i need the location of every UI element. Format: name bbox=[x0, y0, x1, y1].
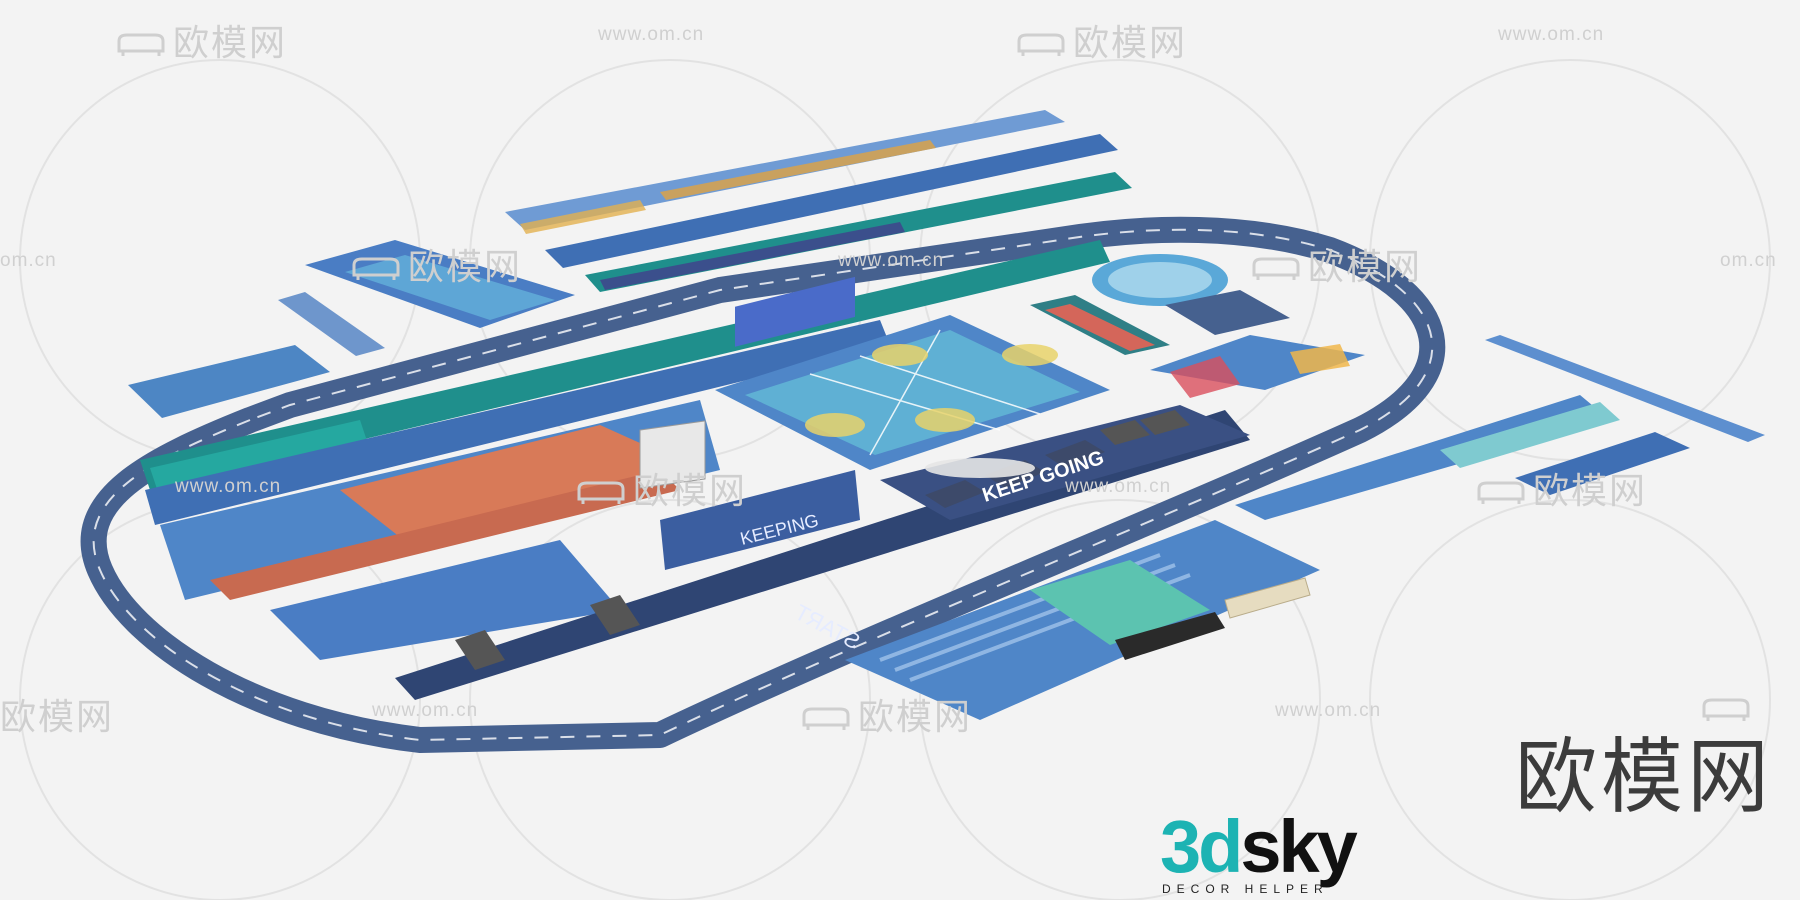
pad-circular bbox=[1165, 290, 1290, 335]
logo-3d: 3d bbox=[1160, 805, 1243, 888]
watermark-brand-text: 欧模网 bbox=[633, 471, 748, 512]
watermark-brand-text: 欧模网 bbox=[408, 247, 523, 288]
watermark-brand: 欧模网 bbox=[1015, 14, 1187, 66]
green-court bbox=[1030, 560, 1210, 645]
lane-blue-1 bbox=[145, 320, 890, 525]
watermark-url: www.om.cn bbox=[838, 250, 945, 271]
watermark-brand-text: 欧模网 bbox=[0, 697, 115, 738]
logo-tagline: DECOR HELPER bbox=[1162, 882, 1329, 896]
watermark-url: www.om.cn bbox=[598, 24, 705, 45]
watermark-url: www.om.cn bbox=[1065, 476, 1172, 497]
strip-top-2 bbox=[545, 134, 1118, 268]
watermark-brand: 欧模网 bbox=[800, 688, 972, 740]
sofa-icon bbox=[577, 481, 625, 504]
platform bbox=[1224, 577, 1311, 619]
sofa-icon bbox=[1017, 33, 1065, 56]
watermark-brand bbox=[1700, 688, 1758, 729]
watermark-url: www.om.cn bbox=[372, 700, 479, 721]
logo-sky: sky bbox=[1240, 805, 1357, 888]
orange-court bbox=[340, 425, 700, 545]
logo-3dsky: 3dsky DECOR HELPER bbox=[1160, 810, 1360, 900]
pad-small-left bbox=[278, 292, 385, 356]
strip-right-1 bbox=[1235, 395, 1610, 520]
watermark-brand: 欧模网 bbox=[350, 238, 522, 290]
sofa-icon bbox=[802, 707, 850, 730]
sofa-icon bbox=[352, 257, 400, 280]
watermark-url: www.om.cn bbox=[1275, 700, 1382, 721]
watermark-brand-text: 欧模网 bbox=[1533, 471, 1648, 512]
watermark-url: om.cn bbox=[0, 250, 57, 271]
watermark-brand: 欧模网 bbox=[0, 688, 114, 740]
watermark-url: om.cn bbox=[1720, 250, 1777, 271]
watermark-brand-text: 欧模网 bbox=[858, 697, 973, 738]
benches bbox=[455, 410, 1190, 670]
watermark-brand: 欧模网 bbox=[1475, 462, 1647, 514]
brand-big-text: 欧模网 bbox=[1515, 730, 1774, 825]
watermark-brand: 欧模网 bbox=[575, 462, 747, 514]
sofa-icon bbox=[1477, 481, 1525, 504]
boxing-ring bbox=[1115, 612, 1225, 660]
sofa-icon bbox=[1702, 698, 1750, 721]
watermark-brand: 欧模网 bbox=[115, 14, 287, 66]
watermark-brand-text: 欧模网 bbox=[1308, 247, 1423, 288]
lane-lower-left bbox=[270, 540, 620, 660]
sofa-icon bbox=[117, 33, 165, 56]
strip-right-2 bbox=[1515, 432, 1690, 495]
strip-far-right bbox=[1485, 335, 1765, 442]
watermark-url: www.om.cn bbox=[175, 476, 282, 497]
watermark-brand-text: 欧模网 bbox=[173, 23, 288, 64]
logo-wordmark: 3dsky bbox=[1160, 810, 1360, 884]
sofa-icon bbox=[1252, 257, 1300, 280]
watermark-brand: 欧模网 bbox=[1250, 238, 1422, 290]
pad-fitness bbox=[128, 345, 330, 418]
watermark-url: www.om.cn bbox=[1498, 24, 1605, 45]
teal-band bbox=[140, 240, 1110, 490]
watermark-brand-text: 欧模网 bbox=[1073, 23, 1188, 64]
